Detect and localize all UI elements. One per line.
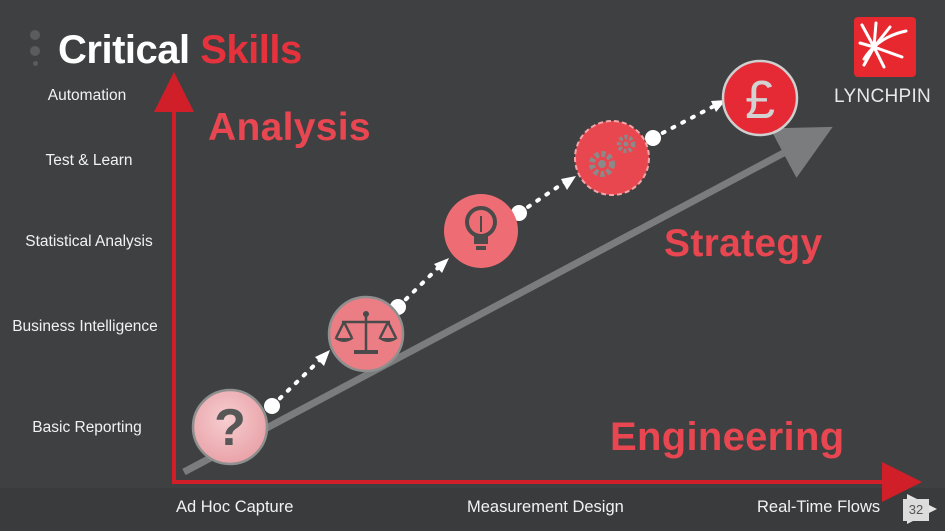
y-label-automation: Automation <box>47 87 127 104</box>
step-scales <box>327 295 405 373</box>
pound-sign-icon: £ <box>745 70 775 130</box>
lightbulb-icon <box>465 206 497 250</box>
dotted-connectors <box>270 102 720 408</box>
page-title: Critical Skills <box>58 28 302 73</box>
connector-dot <box>264 398 280 414</box>
dot <box>33 61 38 66</box>
trend-arrow <box>182 126 833 476</box>
scales-icon <box>334 311 398 354</box>
step-gears <box>574 120 650 196</box>
connector-arrowhead <box>315 350 330 366</box>
step-lightbulb <box>444 194 518 268</box>
footer-strip <box>0 488 945 531</box>
y-label-statistical-analysis: Statistical Analysis <box>25 233 153 250</box>
title-part-1: Critical <box>58 28 201 72</box>
region-label-strategy: Strategy <box>664 222 823 265</box>
step-pound: £ <box>721 59 799 137</box>
y-label-test-learn: Test & Learn <box>45 152 133 169</box>
y-label-basic-reporting: Basic Reporting <box>32 419 142 436</box>
question-mark-icon: ? <box>214 399 246 457</box>
connector-arrowhead <box>561 176 576 190</box>
starburst-icon <box>858 21 908 69</box>
y-label-business-intelligence: Business Intelligence <box>12 318 158 335</box>
gears-icon <box>589 134 636 177</box>
x-label-ad-hoc-capture: Ad Hoc Capture <box>176 498 294 516</box>
connector-arrowhead <box>434 258 449 273</box>
region-label-analysis: Analysis <box>208 106 371 149</box>
logo-wordmark: LYNCHPIN <box>834 86 932 107</box>
dot <box>30 46 40 56</box>
step-question: ? <box>191 388 269 466</box>
dot <box>30 30 40 40</box>
region-label-engineering: Engineering <box>610 415 845 459</box>
x-label-real-time-flows: Real-Time Flows <box>757 498 881 516</box>
lynchpin-logo-icon <box>854 17 916 77</box>
connector-dot <box>645 130 661 146</box>
title-part-2: Skills <box>200 28 302 72</box>
page-number: 32 <box>903 499 929 521</box>
x-label-measurement-design: Measurement Design <box>467 498 624 516</box>
